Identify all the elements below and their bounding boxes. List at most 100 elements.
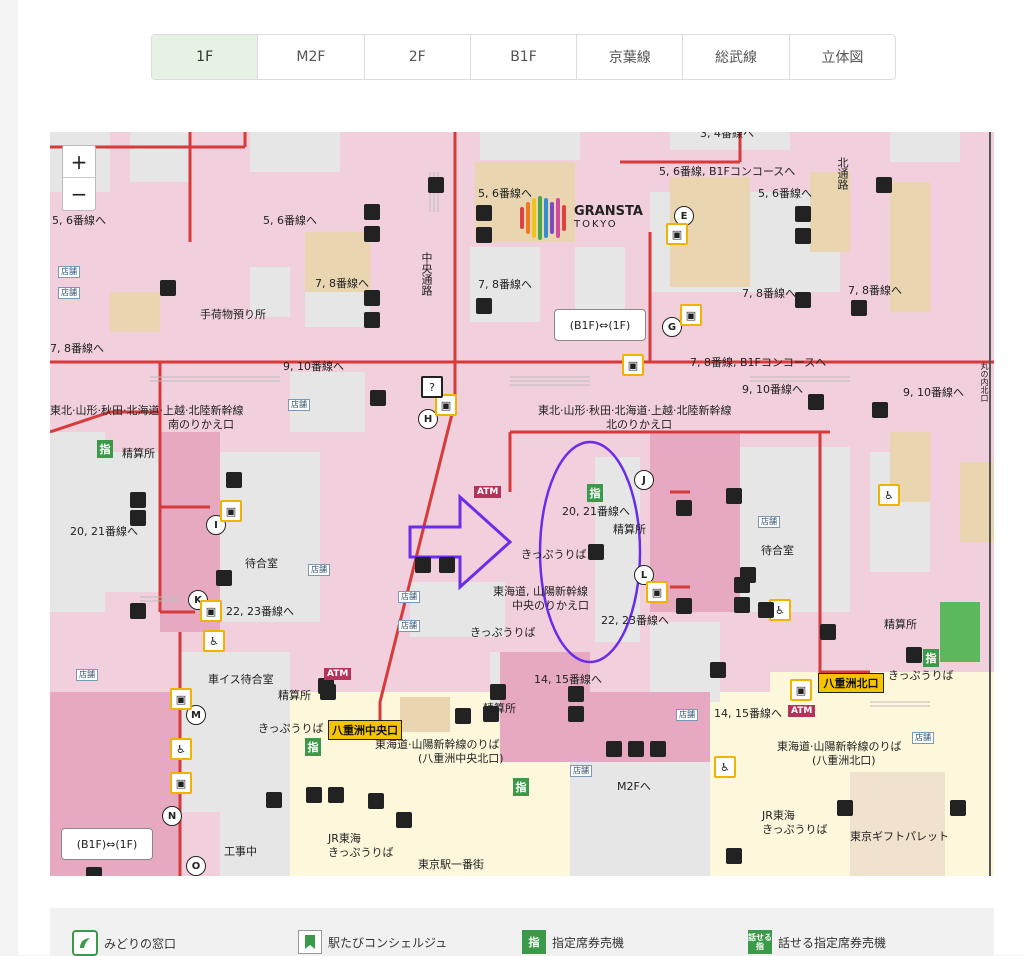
point-g[interactable]: G <box>662 317 682 337</box>
escalator-icon <box>568 706 584 722</box>
escalator-icon <box>476 298 492 314</box>
escalator-icon <box>726 488 742 504</box>
help-icon[interactable]: ? <box>421 376 443 398</box>
tab-keiyo[interactable]: 京葉線 <box>577 35 684 79</box>
legend-label: みどりの窓口 <box>104 936 177 951</box>
point-o[interactable]: O <box>186 856 206 876</box>
tab-m2f[interactable]: M2F <box>258 35 365 79</box>
label-machiai-1: 待合室 <box>245 557 278 570</box>
escalator-icon <box>370 390 386 406</box>
tab-3d[interactable]: 立体図 <box>821 50 864 66</box>
label-tokaido-2: 中央のりかえ口 <box>512 599 589 612</box>
escalator-icon <box>364 312 380 328</box>
zoom-control: + − <box>62 145 96 211</box>
escalator-icon <box>368 793 384 809</box>
label-p2223-left: 22, 23番線へ <box>226 605 294 618</box>
shop-tag: 店舗 <box>570 765 592 777</box>
elevator-icon[interactable]: ▣ <box>200 600 222 622</box>
shop-tag: 店舗 <box>308 564 330 576</box>
elevator-icon[interactable]: ▣ <box>680 304 702 326</box>
zoom-in-button[interactable]: + <box>63 146 95 178</box>
legend-label: 駅たびコンシェルジュ <box>328 935 448 950</box>
label-kita-tsuro: 北通路 <box>836 157 849 190</box>
station-map[interactable]: 5, 6番線へ 5, 6番線へ 5, 6番線へ 5, 6番線, B1Fコンコース… <box>50 132 994 876</box>
escalator-icon <box>851 300 867 316</box>
tab-sobu[interactable]: 総武線 <box>683 35 790 79</box>
label-seisanjo-1: 精算所 <box>122 447 155 460</box>
label-tokaido-kita-1: 東海道·山陽新幹線のりば <box>777 740 902 753</box>
legend-item-concierge: 駅たびコンシェルジュ <box>298 930 447 954</box>
tab-2f[interactable]: 2F <box>365 35 471 79</box>
escalator-icon <box>226 472 242 488</box>
point-j[interactable]: J <box>634 470 654 490</box>
label-p56-b1f: 5, 6番線, B1Fコンコースへ <box>659 165 796 178</box>
escalator-icon <box>588 544 604 560</box>
label-p34: 3, 4番線へ <box>700 132 754 140</box>
label-north-transfer-1: 東北·山形·秋田·北海道·上越·北陸新幹線 <box>538 404 732 417</box>
label-baggage: 手荷物預り所 <box>200 308 266 321</box>
label-p78-left: 7, 8番線へ <box>50 342 104 355</box>
elevator-icon[interactable]: ▣ <box>646 581 668 603</box>
label-south-transfer-1: 東北·山形·秋田·北海道·上越·北陸新幹線 <box>50 404 244 417</box>
label-jr-tokai-1-b: きっぷうりば <box>328 846 394 859</box>
escalator-icon <box>439 557 455 573</box>
granstar-sub: TOKYO <box>574 219 618 230</box>
b1f-1f-top[interactable]: (B1F)⇔(1F) <box>554 309 646 341</box>
escalator-icon <box>476 205 492 221</box>
floor-tabs: 1F M2F 2F B1F 京葉線 総武線 立体図 <box>151 34 896 80</box>
elevator-icon[interactable]: ▣ <box>170 772 192 794</box>
legend-item-midori: みどりの窓口 <box>72 930 176 956</box>
atm-icon: ATM <box>474 486 502 498</box>
label-kippu-3: きっぷうりば <box>888 669 954 682</box>
label-construction: 工事中 <box>224 845 257 858</box>
exit-yaesu-kita[interactable]: 八重洲北口 <box>818 673 884 693</box>
label-marunouchi: 丸の内北口 <box>980 362 989 402</box>
label-kippu-2: きっぷうりば <box>470 626 536 639</box>
wheelchair-icon: ♿ <box>170 738 192 760</box>
label-ichibangai: 東京駅一番街 <box>418 858 484 871</box>
tab-1f[interactable]: 1F <box>152 35 259 79</box>
b1f-1f-bottom[interactable]: (B1F)⇔(1F) <box>61 828 153 860</box>
label-seisanjo-4: 精算所 <box>278 689 311 702</box>
label-p910-a: 9, 10番線へ <box>283 360 344 373</box>
label-north-transfer-2: 北のりかえ口 <box>606 418 672 431</box>
map-legend: みどりの窓口 駅たびコンシェルジュ 指 指定席券売機 話せる指 話せる指定席券売… <box>50 908 994 956</box>
exit-yaesu-chuo[interactable]: 八重洲中央口 <box>328 720 402 740</box>
escalator-icon <box>710 662 726 678</box>
label-p2223-center: 22, 23番線へ <box>601 614 669 627</box>
point-m[interactable]: M <box>186 705 206 725</box>
elevator-icon[interactable]: ▣ <box>666 223 688 245</box>
label-wheelchair-room: 車イス待合室 <box>208 673 274 686</box>
wheelchair-icon: ♿ <box>203 630 225 652</box>
reserved-ticket-icon: 指 <box>522 930 546 954</box>
escalator-icon <box>428 177 444 193</box>
label-p78-a: 7, 8番線へ <box>315 277 369 290</box>
escalator-icon <box>676 598 692 614</box>
escalator-icon <box>216 570 232 586</box>
elevator-icon[interactable]: ▣ <box>170 688 192 710</box>
escalator-icon <box>795 206 811 222</box>
shop-tag: 店舗 <box>758 516 780 528</box>
point-h[interactable]: H <box>418 409 438 429</box>
elevator-icon[interactable]: ▣ <box>790 679 812 701</box>
label-tokaido-chuo-2: (八重洲中央北口) <box>418 752 504 765</box>
elevator-icon[interactable]: ▣ <box>435 394 457 416</box>
zoom-out-button[interactable]: − <box>70 181 88 206</box>
escalator-icon <box>906 647 922 663</box>
point-l[interactable]: L <box>634 565 654 585</box>
atm-icon: ATM <box>788 705 816 717</box>
escalator-icon <box>483 706 499 722</box>
point-n[interactable]: N <box>162 806 182 826</box>
tab-b1f[interactable]: B1F <box>471 35 578 79</box>
label-kippu-4: きっぷうりば <box>258 722 324 735</box>
escalator-icon <box>396 812 412 828</box>
elevator-icon[interactable]: ▣ <box>622 354 644 376</box>
label-jr-tokai-1-a: JR東海 <box>328 832 361 845</box>
elevator-icon[interactable]: ▣ <box>220 500 242 522</box>
label-gift: 東京ギフトパレット <box>850 830 949 843</box>
label-p56-left: 5, 6番線へ <box>52 214 106 227</box>
reserved-ticket-icon: 指 <box>513 778 529 796</box>
label-p1415-b: 14, 15番線へ <box>714 707 782 720</box>
atm-icon: ATM <box>324 668 352 680</box>
escalator-icon <box>628 741 644 757</box>
